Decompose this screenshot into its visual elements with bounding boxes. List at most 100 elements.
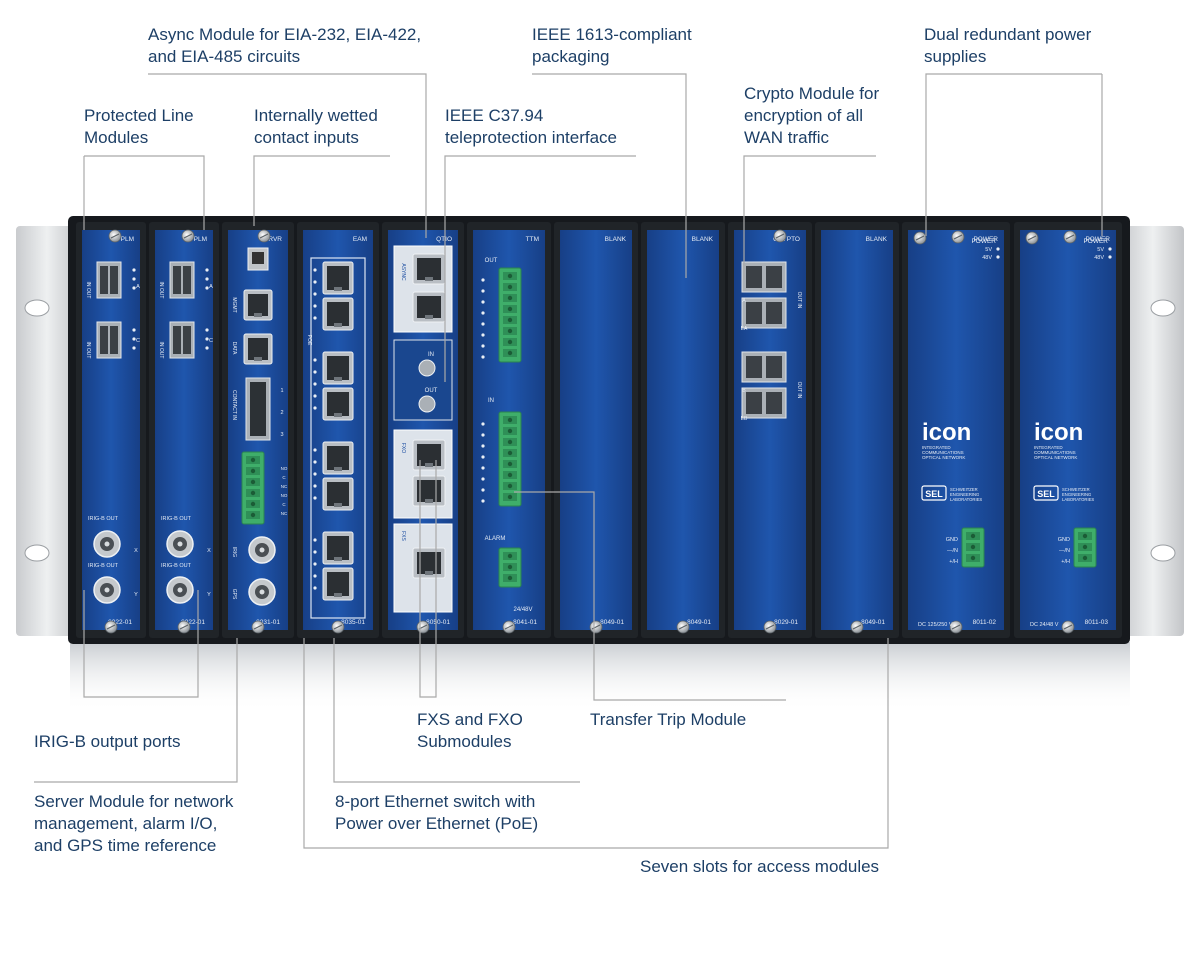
callout-line: Crypto Module for bbox=[744, 84, 880, 103]
panel-label: FXS bbox=[400, 531, 406, 541]
callout-line: IEEE 1613-compliant bbox=[532, 25, 692, 44]
callout-line: Async Module for EIA-232, EIA-422, bbox=[148, 25, 422, 44]
terminal-pin bbox=[507, 450, 513, 456]
in-out-label: IN OUT bbox=[85, 282, 91, 299]
panel-label: C bbox=[282, 502, 286, 507]
module-part-number: 8049-01 bbox=[687, 619, 711, 626]
status-led-icon bbox=[313, 394, 317, 398]
terminal-label: GND bbox=[946, 537, 958, 543]
module-part-number: 8011-02 bbox=[973, 619, 997, 626]
panel-label: 5V bbox=[1097, 247, 1104, 253]
terminal-pin bbox=[970, 555, 976, 561]
brand-subtitle: COMMUNICATIONS bbox=[922, 450, 964, 455]
terminal-pin bbox=[507, 273, 513, 279]
status-led-icon bbox=[313, 586, 317, 590]
rj45-socket bbox=[417, 258, 441, 280]
leader-eth bbox=[333, 638, 580, 783]
leader-server bbox=[34, 638, 238, 783]
terminal-pin bbox=[507, 317, 513, 323]
terminal-pin bbox=[507, 461, 513, 467]
status-led-icon bbox=[313, 358, 317, 362]
terminal-pin bbox=[1082, 533, 1088, 539]
callout-line: WAN traffic bbox=[744, 128, 830, 147]
panel-label: A bbox=[742, 298, 746, 304]
port-label: IRIG-B OUT bbox=[161, 516, 192, 522]
module-power-2: POWER8011-03POWER5V48ViconINTEGRATEDCOMM… bbox=[1014, 222, 1122, 638]
rj45-socket bbox=[417, 296, 441, 318]
leader-seven bbox=[303, 638, 889, 849]
module-top-label: TTM bbox=[526, 236, 539, 243]
status-led-icon bbox=[132, 286, 136, 290]
callout-line: packaging bbox=[532, 47, 610, 66]
panel-label: NO bbox=[281, 466, 288, 471]
sel-subtitle: LABORATORIES bbox=[950, 497, 982, 502]
panel-label: POWER bbox=[1083, 238, 1108, 245]
terminal-pin bbox=[250, 468, 256, 474]
panel-label: A bbox=[136, 284, 140, 290]
module-part-number: 8031-01 bbox=[256, 619, 280, 626]
terminal-pin bbox=[507, 350, 513, 356]
panel-label: 2 bbox=[280, 410, 283, 416]
status-led-icon bbox=[313, 550, 317, 554]
status-led-icon bbox=[481, 289, 485, 293]
status-led-icon bbox=[1108, 255, 1112, 259]
rj45-socket bbox=[327, 572, 349, 596]
panel-label: EB bbox=[741, 416, 748, 422]
leader-lines bbox=[34, 73, 1103, 849]
screw-slot bbox=[591, 624, 601, 630]
crypto-lane bbox=[766, 302, 782, 324]
screw-slot bbox=[179, 624, 189, 630]
panel-label: X bbox=[134, 548, 138, 554]
status-led-icon bbox=[313, 370, 317, 374]
leader-crypto bbox=[743, 155, 876, 280]
status-led-icon bbox=[132, 346, 136, 350]
terminal-pin bbox=[507, 439, 513, 445]
rj45-latch bbox=[334, 413, 342, 417]
panel-label: IRIG bbox=[231, 547, 237, 557]
screw-slot bbox=[504, 624, 514, 630]
leader-ieee1613 bbox=[532, 73, 687, 278]
callout-line: and EIA-485 circuits bbox=[148, 47, 301, 66]
voltage-rating: DC 125/250 V bbox=[918, 622, 953, 628]
module-top-label: BLANK bbox=[866, 236, 888, 243]
crypto-lane bbox=[766, 392, 782, 414]
sfp-lane bbox=[110, 326, 118, 354]
rj45-socket bbox=[417, 444, 441, 466]
panel-label: 1 bbox=[280, 388, 283, 394]
panel-label: OUT bbox=[485, 258, 498, 264]
screw-slot bbox=[1063, 624, 1073, 630]
rj45-latch bbox=[254, 313, 262, 317]
status-led-icon bbox=[481, 278, 485, 282]
status-led-icon bbox=[996, 247, 1000, 251]
terminal-pin bbox=[250, 501, 256, 507]
callout-line: IEEE C37.94 bbox=[445, 106, 544, 125]
status-led-icon bbox=[205, 277, 209, 281]
module-part-number: 8041-01 bbox=[513, 619, 537, 626]
status-led-icon bbox=[996, 255, 1000, 259]
module-panel bbox=[821, 230, 893, 630]
leader-c3794 bbox=[444, 155, 636, 382]
terminal-pin bbox=[970, 533, 976, 539]
callout-dualpower: Dual redundant power supplies bbox=[924, 24, 1091, 68]
bnc-pin bbox=[104, 541, 110, 547]
status-led-icon bbox=[313, 448, 317, 452]
module-part-number: 8011-03 bbox=[1085, 619, 1109, 626]
crypto-lane bbox=[746, 302, 762, 324]
panel-label: NC bbox=[281, 511, 288, 516]
rj45-latch bbox=[334, 467, 342, 471]
status-led-icon bbox=[313, 460, 317, 464]
c3794-submodule bbox=[393, 339, 453, 421]
status-led-icon bbox=[313, 574, 317, 578]
status-led-icon bbox=[313, 484, 317, 488]
module-panel bbox=[908, 230, 1004, 630]
rj45-socket bbox=[327, 446, 349, 470]
screw-slot bbox=[253, 624, 263, 630]
